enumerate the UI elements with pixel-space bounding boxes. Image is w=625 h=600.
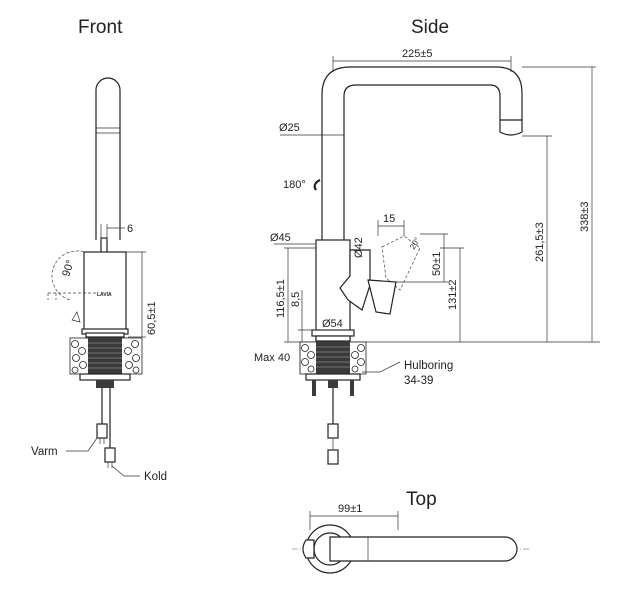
swivel-arrow-icon — [313, 179, 321, 191]
front-swing-arc — [51, 250, 85, 301]
front-angle-label: 90° — [60, 259, 77, 279]
top-width-label: 99±1 — [338, 503, 362, 515]
hot-label: Varm — [31, 446, 58, 458]
spout-diameter-label: Ø25 — [279, 122, 300, 134]
brand-mark: LAVIA — [97, 292, 112, 298]
side-view-title: Side — [411, 17, 449, 38]
hole-drilling-label: Hulboring — [404, 360, 453, 372]
side-lever-raised — [381, 235, 421, 291]
top-lever — [302, 539, 315, 559]
side-view: 225±5 Ø25 180° Ø45 Ø42 15 20° 50±1 1 — [254, 48, 600, 465]
swivel-label: 180° — [283, 179, 306, 191]
side-spout-outer — [321, 66, 523, 240]
base-offset-label: 8,5 — [290, 292, 302, 307]
lever-base-label: 131±2 — [447, 279, 459, 310]
lever-offset-label: 15 — [383, 213, 395, 225]
lever-height-label: 50±1 — [431, 252, 443, 276]
top-view-title: Top — [406, 489, 437, 510]
front-arrow-icon — [71, 311, 81, 323]
top-spout — [329, 536, 518, 562]
side-lever — [367, 279, 397, 315]
front-spout — [95, 77, 121, 240]
aerator — [499, 119, 523, 136]
cold-label: Kold — [144, 471, 167, 483]
max-deck-label: Max 40 — [254, 352, 290, 364]
top-view: 99±1 — [292, 503, 530, 574]
body-diameter-lower-label: Ø42 — [353, 237, 365, 258]
reach-label: 225±5 — [402, 48, 433, 60]
front-view-title: Front — [78, 17, 123, 38]
body-diameter-upper-label: Ø45 — [270, 232, 291, 244]
base-diameter-label: Ø54 — [322, 318, 343, 330]
spout-height-label: 261,5±3 — [534, 222, 546, 262]
front-height-label: 60,5±1 — [146, 301, 158, 335]
side-spout-inner — [343, 84, 501, 240]
front-view: LAVIA 90° 6 60,5±1 — [31, 77, 167, 483]
front-lever-width-label: 6 — [127, 223, 133, 235]
front-body — [83, 251, 127, 331]
base-height-label: 116,5±1 — [275, 279, 287, 318]
total-height-label: 338±3 — [579, 201, 591, 232]
hole-range-label: 34-39 — [404, 375, 433, 387]
side-lever-housing — [339, 249, 371, 311]
